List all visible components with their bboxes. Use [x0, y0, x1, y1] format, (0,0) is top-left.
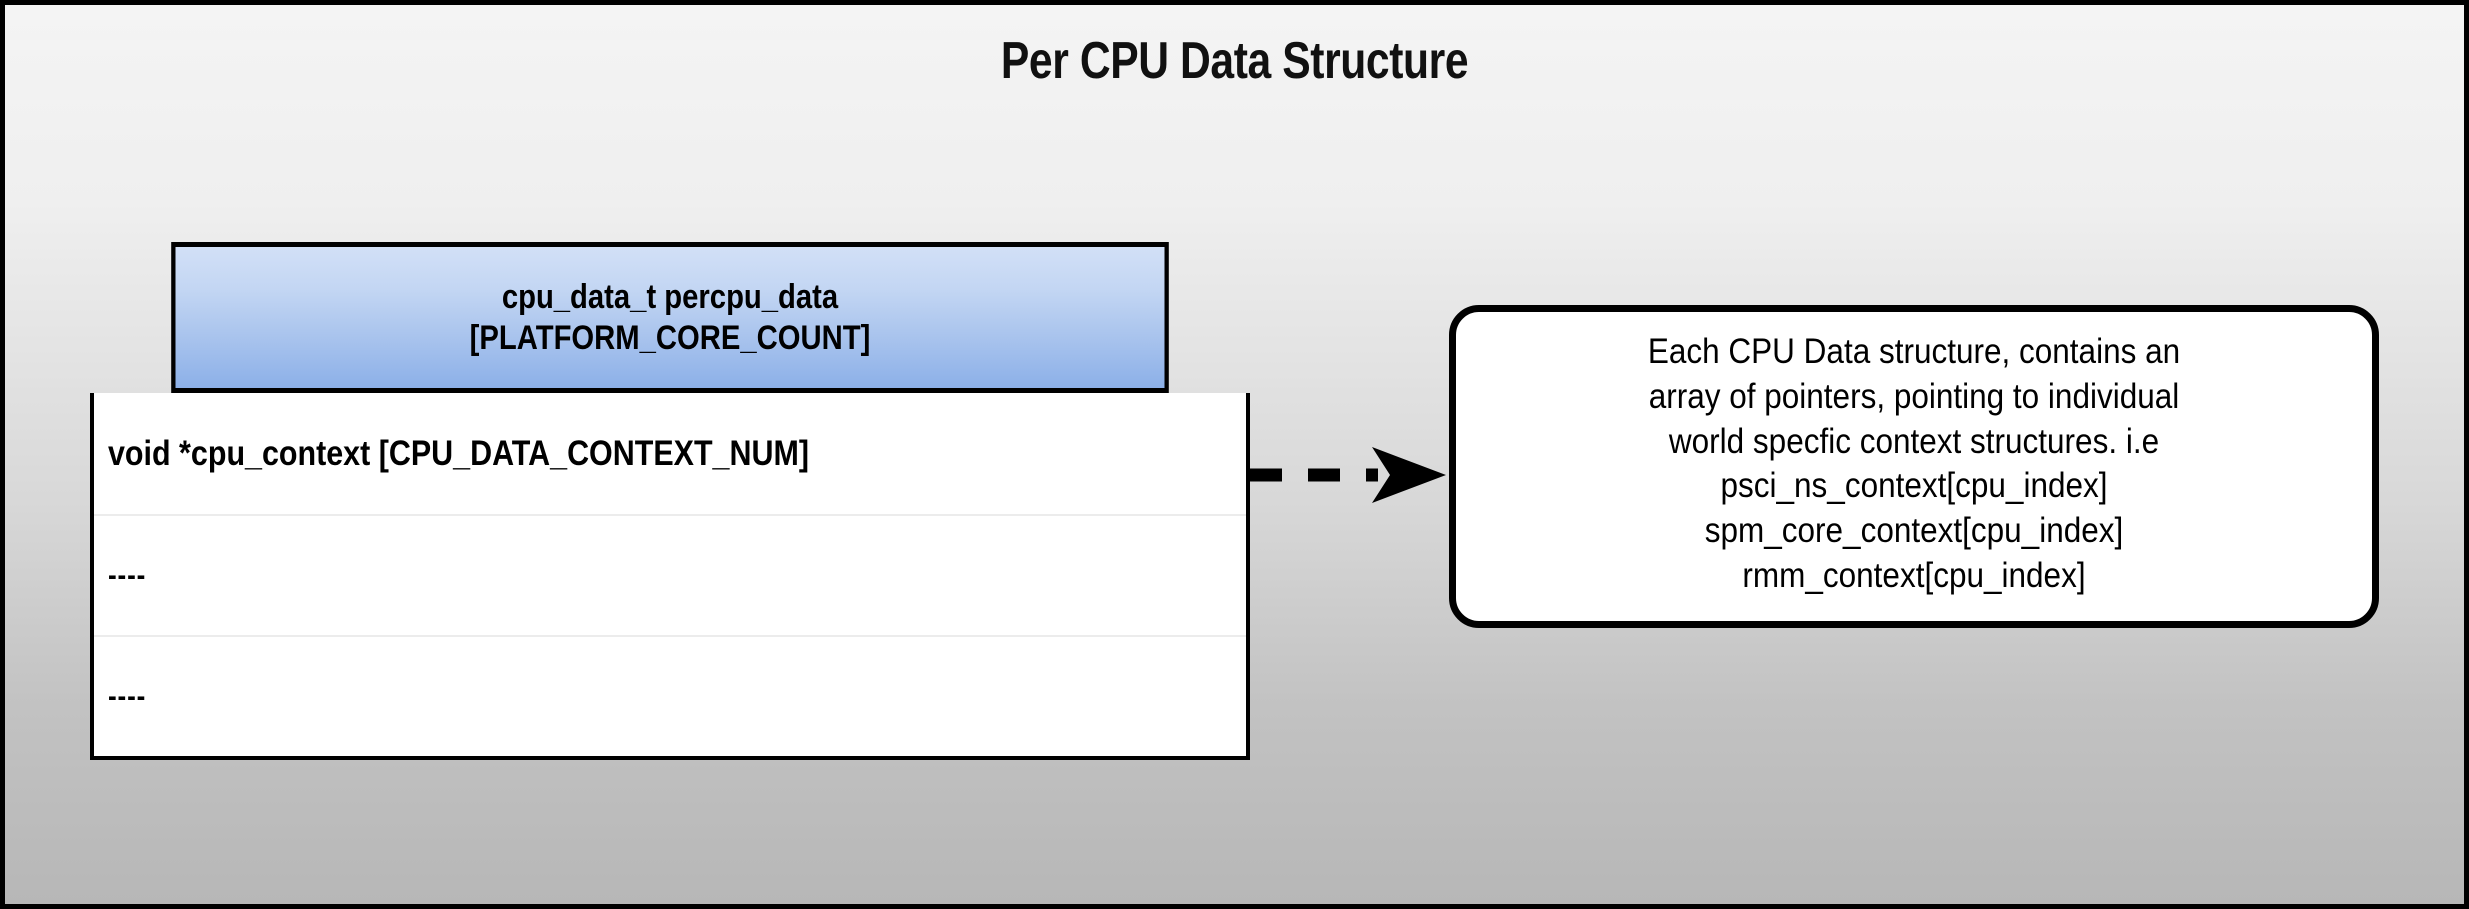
struct-row-label: ---- [108, 679, 147, 713]
dashed-arrow-icon [1250, 447, 1446, 503]
page-title: Per CPU Data Structure [1000, 32, 1469, 90]
struct-table-body: void *cpu_context [CPU_DATA_CONTEXT_NUM]… [90, 393, 1250, 760]
table-row: ---- [94, 514, 1246, 635]
callout-note: Each CPU Data structure, contains an arr… [1449, 305, 2379, 628]
table-row: ---- [94, 635, 1246, 756]
callout-line: psci_ns_context[cpu_index] [1720, 466, 2108, 506]
struct-header-line-2: [PLATFORM_CORE_COUNT] [469, 318, 871, 357]
callout-line: array of pointers, pointing to individua… [1648, 376, 2180, 416]
struct-row-label: void *cpu_context [CPU_DATA_CONTEXT_NUM] [108, 433, 809, 473]
struct-header-line-1: cpu_data_t percpu_data [501, 278, 839, 317]
callout-line: world specfic context structures. i.e [1668, 421, 2160, 461]
per-cpu-struct-table: cpu_data_t percpu_data [PLATFORM_CORE_CO… [90, 242, 1250, 760]
struct-table-header: cpu_data_t percpu_data [PLATFORM_CORE_CO… [171, 242, 1169, 393]
callout-line: spm_core_context[cpu_index] [1704, 511, 2124, 551]
struct-row-label: ---- [108, 558, 147, 592]
callout-line: Each CPU Data structure, contains an [1647, 332, 2181, 371]
table-row: void *cpu_context [CPU_DATA_CONTEXT_NUM] [94, 393, 1246, 514]
callout-line: rmm_context[cpu_index] [1742, 555, 2086, 595]
